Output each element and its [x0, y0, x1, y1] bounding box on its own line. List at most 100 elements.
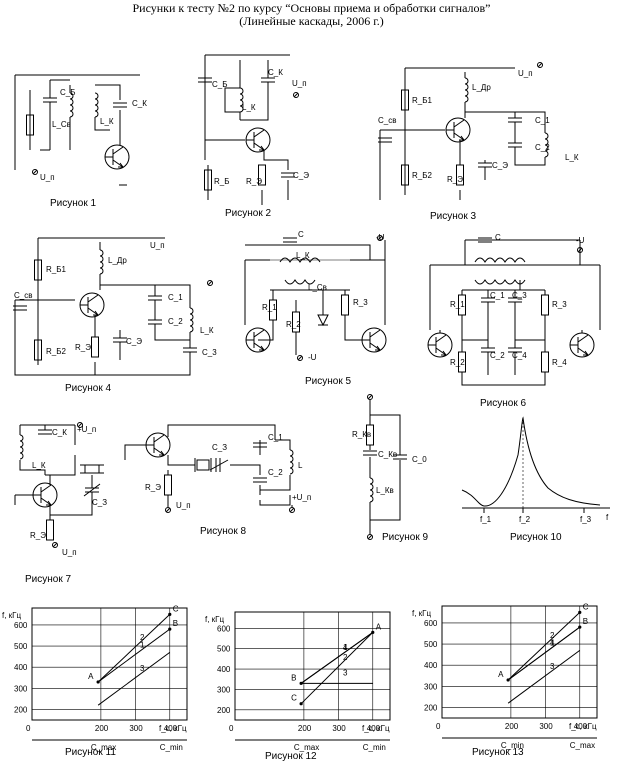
fig11-xtick: 400	[164, 724, 178, 733]
figure-9-circuit: R_Кв C_Кв L_Кв C_0	[352, 394, 427, 540]
fig13-ytick: 600	[424, 619, 438, 628]
fig10-tick-f2: f_2	[519, 515, 531, 524]
fig13-ytick: 300	[424, 682, 438, 691]
fig11-point-label: B	[173, 619, 178, 628]
fig6-label-c3: C_3	[512, 291, 527, 300]
figure-3-circuit: R_Б1 R_Б2 L_Др U_п C_св C_1 C_2 L_К R_Э …	[377, 62, 579, 200]
fig12-point-label: C	[291, 694, 297, 703]
fig5-label-r1: R_1	[262, 303, 277, 312]
fig5-label-r2: R_2	[286, 320, 301, 329]
fig9-label-c0: C_0	[412, 455, 427, 464]
fig12-xtick: 300	[332, 724, 346, 733]
fig12-point-label: A	[376, 622, 382, 631]
fig13-point	[578, 625, 582, 629]
fig3-label-ldr: L_Др	[472, 83, 491, 92]
fig12-xtick: 200	[298, 724, 312, 733]
fig12-point-label: B	[291, 673, 296, 682]
fig12-marker-label: C_max	[294, 743, 319, 752]
fig13-xlabel: f_c, кГц	[569, 722, 597, 731]
fig4-label-rb2: R_Б2	[46, 347, 66, 356]
fig12-point	[299, 681, 303, 685]
figure-1-circuit: C_Б L_Св L_К C_К U_п	[14, 74, 147, 186]
fig9-label-rkv: R_Кв	[352, 430, 371, 439]
fig7-label-un: +U_п	[77, 425, 96, 434]
fig7-label-un2: U_п	[62, 548, 77, 557]
fig13-marker-label: C_min	[501, 741, 524, 750]
fig13-series-label: 4	[550, 639, 555, 648]
caption-fig5: Рисунок 5	[305, 376, 352, 387]
fig11-xtick: 300	[129, 724, 143, 733]
fig2-label-re: R_Э	[246, 177, 262, 186]
fig13-ytick: 200	[424, 703, 438, 712]
fig13-point-label: B	[583, 617, 588, 626]
fig6-label-r1: R_1	[450, 300, 465, 309]
fig12-ytick: 400	[217, 665, 231, 674]
fig12-point	[299, 702, 303, 706]
fig13-ytick: 500	[424, 640, 438, 649]
caption-fig6: Рисунок 6	[480, 398, 527, 409]
fig2-label-un: U_п	[292, 79, 307, 88]
fig12-ytick: 200	[217, 706, 231, 715]
fig12-marker-label: C_min	[363, 743, 386, 752]
caption-fig12: Рисунок 12	[265, 751, 317, 762]
fig6-label-c1: C_1	[490, 291, 505, 300]
fig13-xtick: 300	[539, 722, 553, 731]
figure-10-chart: f_1 f_2 f_3 f	[461, 416, 610, 524]
fig8-label-un2: +U_п	[292, 493, 311, 502]
fig12-series-label: 3	[343, 668, 348, 677]
fig13-point	[578, 610, 582, 614]
fig11-xlabel: f_c, кГц	[159, 724, 187, 733]
fig11-series-label: 3	[140, 664, 145, 673]
fig10-tick-f3: f_3	[580, 515, 592, 524]
fig13-xtick: 400	[574, 722, 588, 731]
figure-8-circuit: C_З C_1 C_2 L R_Э U_п +U_п	[124, 424, 311, 513]
fig6-label-c2: C_2	[490, 351, 505, 360]
fig11-series-2	[97, 613, 171, 683]
fig1-label-lcv: L_Св	[52, 120, 71, 129]
fig2-label-cb: C_Б	[212, 80, 227, 89]
fig12-xtick: 0	[229, 724, 234, 733]
fig13-xtick: 200	[505, 722, 519, 731]
fig4-label-lk: L_К	[200, 326, 214, 335]
fig4-label-rb1: R_Б1	[46, 265, 66, 274]
caption-fig2: Рисунок 2	[225, 208, 272, 219]
fig3-label-ce: C_Э	[492, 161, 508, 170]
fig2-label-lk: L_К	[242, 103, 256, 112]
figure-2-circuit: C_Б C_К L_К U_п R_Б R_Э C_Э	[197, 54, 309, 205]
fig13-ytick: 400	[424, 661, 438, 670]
fig13-series-2	[507, 611, 581, 681]
fig7-label-re: R_Э	[30, 531, 46, 540]
fig3-label-c2: C_2	[535, 143, 550, 152]
fig11-series-label: 2	[140, 633, 145, 642]
caption-fig1: Рисунок 1	[50, 198, 97, 209]
caption-fig9: Рисунок 9	[382, 532, 429, 543]
fig8-label-cz: C_З	[212, 443, 227, 452]
fig2-label-rb: R_Б	[214, 177, 229, 186]
fig6-label-c4: C_4	[512, 351, 527, 360]
fig11-xtick: 0	[26, 724, 31, 733]
fig11-marker-label: C_max	[91, 743, 116, 752]
figure-4-circuit: R_Б1 R_Б2 L_Др U_п C_св C_1 C_2 C_3 L_К …	[12, 237, 217, 376]
fig11-series-1	[97, 628, 171, 683]
fig4-label-c2: C_2	[168, 317, 183, 326]
fig7-label-cz: C_З	[92, 498, 107, 507]
fig12-xlabel: f_c, кГц	[362, 724, 390, 733]
fig11-xtick: 200	[95, 724, 109, 733]
fig4-label-c1: C_1	[168, 293, 183, 302]
fig13-series-3	[507, 649, 581, 704]
fig12-ylabel: f, кГц	[205, 615, 225, 624]
fig2-label-ck: C_К	[268, 68, 283, 77]
fig11-point	[168, 612, 172, 616]
fig1-label-cb: C_Б	[60, 88, 75, 97]
fig11-ytick: 600	[14, 621, 28, 630]
fig1-label-un: U_п	[40, 173, 55, 182]
caption-fig7: Рисунок 7	[25, 574, 72, 585]
caption-fig3: Рисунок 3	[430, 211, 477, 222]
fig5-label-lk: L_К	[296, 251, 310, 260]
fig5-label-lcv: L_Св	[308, 283, 327, 292]
fig12-series-label: 1	[343, 643, 348, 652]
fig13-xtick: 0	[436, 722, 441, 731]
